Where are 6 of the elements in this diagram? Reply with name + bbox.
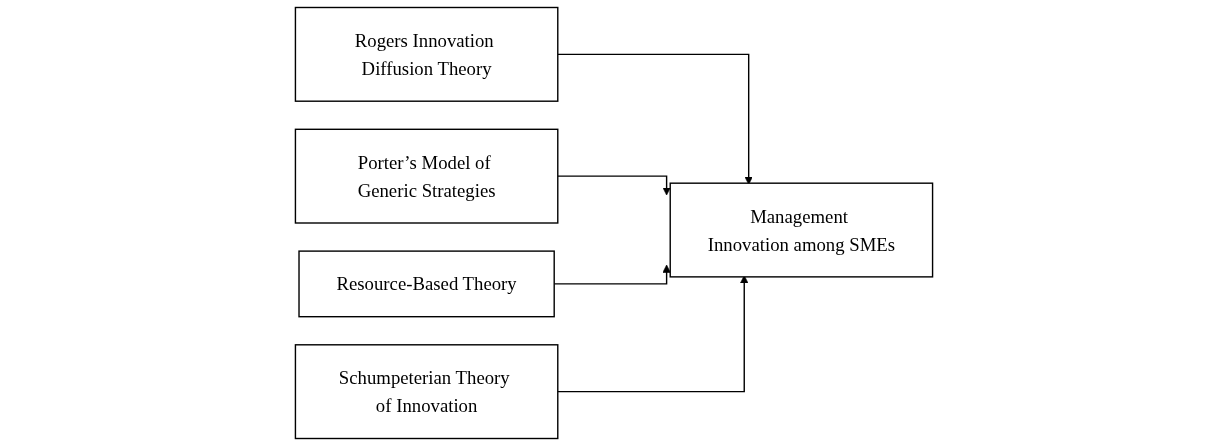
node-box: Porter’s Model of Generic Strategies bbox=[294, 128, 558, 224]
node-box: Management Innovation among SMEs bbox=[669, 182, 933, 278]
arrow bbox=[553, 264, 671, 285]
node-box: Schumpeterian Theory of Innovation bbox=[294, 344, 558, 440]
node-box: Resource-Based Theory bbox=[297, 250, 555, 318]
node-box: Rogers Innovation Diffusion Theory bbox=[294, 6, 558, 102]
